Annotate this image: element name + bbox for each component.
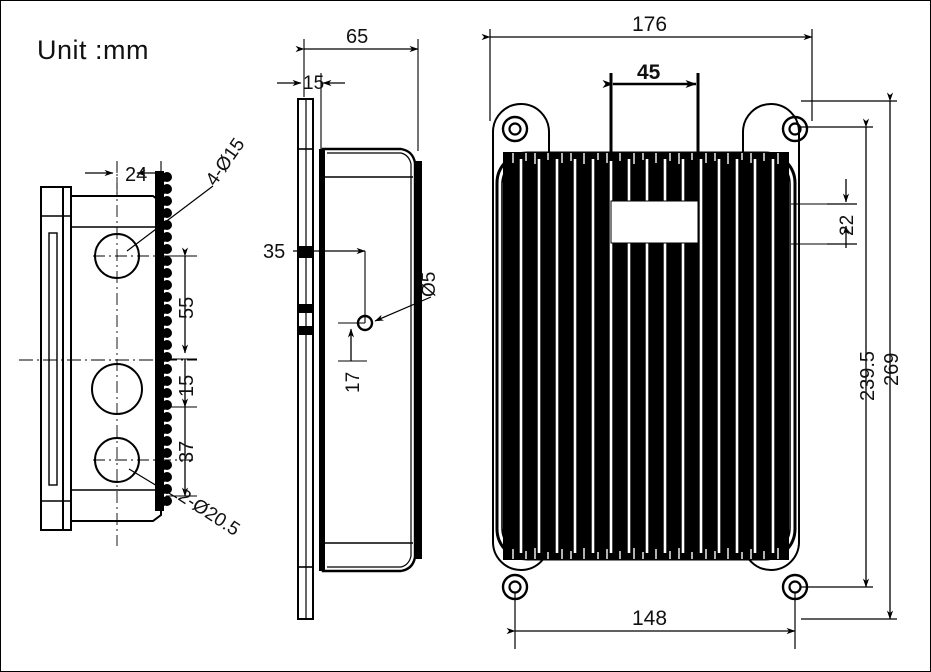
left-view-flange (40, 186, 72, 531)
dim-left-55-label: 55 (176, 297, 198, 319)
dim-left-24: 24 (85, 161, 163, 199)
dim-mid-35-label: 35 (263, 241, 285, 263)
dim-mid-15-label: 15 (303, 73, 324, 94)
dim-right-269-label: 269 (881, 353, 903, 386)
dim-left-15-label: 15 (176, 375, 198, 397)
mount-hole-tr-outer (781, 115, 809, 143)
dim-mid-65-label: 65 (346, 26, 368, 48)
dim-left-37: 37 (166, 398, 198, 497)
dim-right-239-5: 239.5 (801, 118, 879, 588)
dim-mid-15: 15 (277, 73, 345, 151)
mount-hole-br-inner (788, 580, 802, 594)
dim-left-37-label: 37 (176, 441, 198, 463)
callout-2xD20-5-label: 2-Ø20.5 (174, 486, 243, 541)
middle-view-hole: Ø5 (338, 272, 440, 332)
callout-2xD20-5: 2-Ø20.5 (128, 468, 243, 541)
callout-4xD15-label: 4-Ø15 (202, 135, 249, 190)
mount-hole-tl-outer (501, 115, 529, 143)
left-view-body (70, 195, 162, 522)
right-view-mount-plate (492, 103, 800, 571)
right-view-heatsink-fins (503, 152, 789, 560)
dim-left-55: 55 (164, 247, 198, 354)
dim-mid-35: 35 (263, 241, 366, 323)
middle-view-plate (297, 98, 314, 620)
label-plate (610, 200, 699, 244)
middle-view: 65 15 35 Ø5 (263, 26, 440, 620)
unit-title: Unit :mm (37, 35, 149, 65)
middle-view-body (319, 147, 422, 573)
mount-hole-bl-inner (508, 580, 522, 594)
dim-right-45: 45 (602, 61, 700, 161)
dim-mid-17: 17 (338, 328, 367, 393)
dim-right-148-label: 148 (632, 607, 667, 630)
dim-right-176-label: 176 (632, 13, 667, 36)
callout-D5-label: Ø5 (419, 272, 440, 297)
dim-right-22: 22 (791, 179, 858, 248)
dim-right-269: 269 (801, 92, 903, 620)
dim-right-176: 176 (481, 13, 813, 121)
dim-mid-65: 65 (295, 26, 419, 151)
dim-right-45-label: 45 (637, 61, 661, 84)
left-view: 24 4-Ø15 55 15 (19, 135, 249, 546)
mount-hole-tl-inner (508, 122, 522, 136)
dim-right-22-label: 22 (837, 215, 858, 236)
dim-left-24-label: 24 (125, 164, 147, 186)
callout-4xD15: 4-Ø15 (126, 135, 249, 252)
dim-right-148: 148 (506, 593, 796, 649)
mount-hole-tr-inner (788, 122, 802, 136)
right-view: 176 45 22 (481, 13, 903, 649)
dim-mid-17-label: 17 (343, 372, 364, 393)
left-view-holes (91, 161, 197, 546)
dim-right-239-5-label: 239.5 (857, 351, 879, 401)
